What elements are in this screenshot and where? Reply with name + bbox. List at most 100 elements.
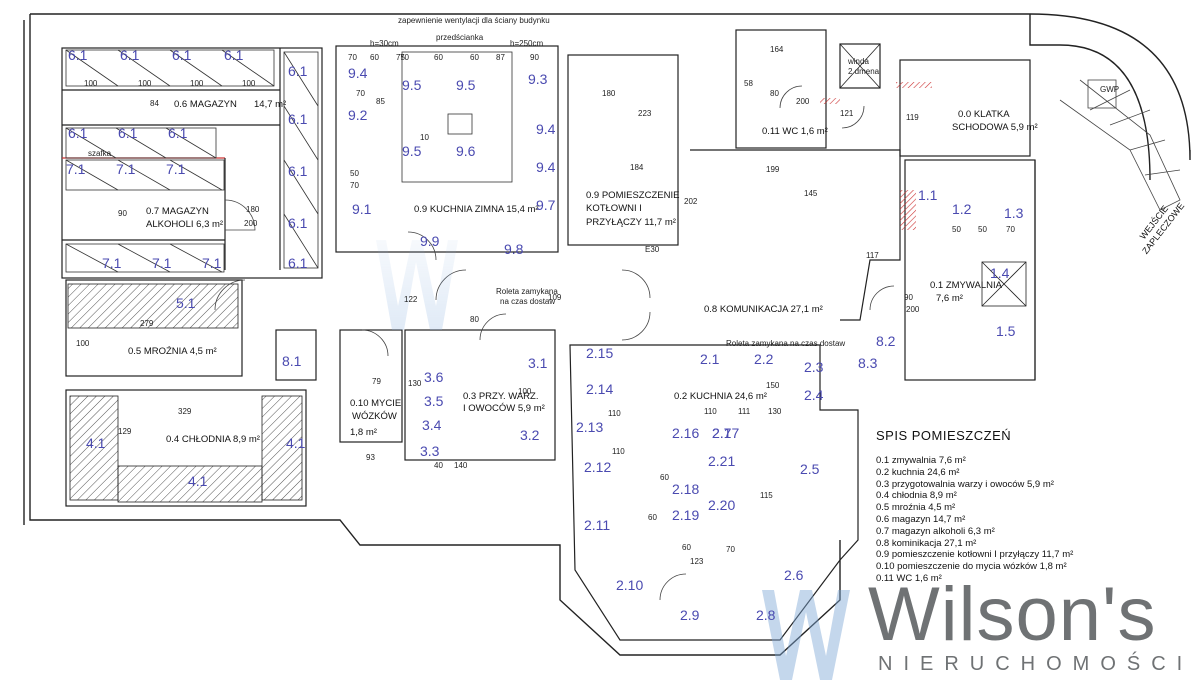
equipment-label: 1.1: [918, 187, 938, 203]
room-label-chlodnia: 0.4 CHŁODNIA 8,9 m²: [166, 434, 260, 445]
room-label-magazyn: 0.6 MAGAZYN: [174, 99, 237, 110]
room-label-kuchnia: 0.2 KUCHNIA 24,6 m²: [674, 391, 767, 402]
equipment-label: 4.1: [86, 435, 106, 451]
equipment-label: 9.4: [536, 121, 556, 137]
dimension-label: 60: [370, 53, 379, 62]
room-label-zmywalnia-1: 0.1 ZMYWALNIA: [930, 280, 1003, 291]
equipment-label: 6.1: [288, 255, 308, 271]
legend-item: 0.1 zmywalnia 7,6 m²: [876, 455, 966, 466]
dimension-label: 111: [738, 407, 751, 416]
dimension-label: 110: [608, 409, 621, 418]
equipment-label: 6.1: [172, 47, 192, 63]
dimension-label: 100: [84, 79, 98, 88]
equipment-label: 2.7: [712, 425, 732, 441]
room-label-wc: 0.11 WC 1,6 m²: [762, 126, 828, 137]
legend-item: 0.10 pomieszczenie do mycia wózków 1,8 m…: [876, 561, 1067, 573]
equipment-label: 9.4: [536, 159, 556, 175]
note-roleta-2: na czas dostaw: [500, 297, 555, 306]
elevator-icon: [839, 43, 1027, 307]
equipment-label: 2.11: [584, 517, 610, 533]
dimension-label: 223: [638, 109, 652, 118]
equipment-label: 6.1: [120, 47, 140, 63]
equipment-label: 9.1: [352, 201, 372, 217]
note-h250: h=250cm: [510, 39, 543, 48]
room-label-kotlownia-1: 0.9 POMIESZCZENIE: [586, 190, 679, 201]
room-label-mycie-3: 1,8 m²: [350, 427, 377, 438]
equipment-label: 6.1: [288, 163, 308, 179]
equipment-label: 6.1: [288, 111, 308, 127]
room-label-klatka-2: SCHODOWA 5,9 m²: [952, 122, 1038, 133]
dimension-label: 100: [242, 79, 256, 88]
equipment-label: 2.19: [672, 507, 699, 523]
room-area-magazyn: 14,7 m²: [254, 99, 286, 110]
equipment-label: 7.1: [202, 255, 222, 271]
dimension-label: 70: [356, 89, 365, 98]
equipment-label: 2.14: [586, 381, 613, 397]
equipment-label: 1.4: [990, 265, 1010, 281]
dimension-label: 40: [434, 461, 443, 470]
note-partition: przedścianka: [436, 33, 484, 42]
dimension-label: 93: [366, 453, 375, 462]
dimension-label: 60: [682, 543, 691, 552]
legend-item: 0.4 chłodnia 8,9 m²: [876, 490, 957, 502]
equipment-label: 6.1: [288, 63, 308, 79]
legend-item: 0.7 magazyn alkoholi 6,3 m²: [876, 525, 995, 537]
door-swings: [214, 85, 895, 601]
building-outline: [23, 13, 1191, 656]
dimension-label: 58: [744, 79, 753, 88]
equipment-label: 8.2: [876, 333, 896, 349]
equipment-label: 2.1: [700, 351, 720, 367]
equipment-label: 7.1: [116, 161, 136, 177]
equipment-label: 6.1: [68, 47, 88, 63]
dimension-label: 75: [396, 53, 405, 62]
dimension-label: 70: [726, 545, 735, 554]
equipment-label: 2.8: [756, 607, 776, 623]
dimension-label: 50: [978, 225, 987, 234]
equipment-label: 2.12: [584, 459, 611, 475]
room-label-komunikacja: 0.8 KOMUNIKACJA 27,1 m²: [704, 304, 823, 315]
equipment-label: 9.9: [420, 233, 440, 249]
legend-item: 0.2 kuchnia 24,6 m²: [876, 466, 960, 478]
dimension-label: 60: [648, 513, 657, 522]
dimension-label: 87: [496, 53, 505, 62]
room-label-kotlownia-3: PRZYŁĄCZY 11,7 m²: [586, 217, 676, 228]
legend-item: 0.11 WC 1,6 m²: [876, 572, 942, 584]
note-szafka: szafka: [88, 149, 112, 158]
equipment-label: 2.4: [804, 387, 824, 403]
dimension-label: 129: [118, 427, 132, 436]
dimension-label: 60: [470, 53, 479, 62]
dimension-label: 110: [612, 447, 625, 456]
equipment-label: 2.5: [800, 461, 820, 477]
dimension-label: 184: [630, 163, 644, 172]
equipment-label: 9.3: [528, 71, 548, 87]
equipment-label: 3.1: [528, 355, 548, 371]
dimension-label: 145: [804, 189, 818, 198]
equipment-label: 7.1: [166, 161, 186, 177]
dimension-label: 50: [350, 169, 359, 178]
room-walls: [61, 29, 1036, 641]
dimension-label: 60: [434, 53, 443, 62]
dimension-label: 202: [684, 197, 698, 206]
equipment-label: 1.2: [952, 201, 972, 217]
room-label-klatka-1: 0.0 KLATKA: [958, 109, 1010, 120]
brand-name: Wilson's: [868, 572, 1157, 657]
dimension-label: 123: [690, 557, 704, 566]
room-label-zmywalnia-2: 7,6 m²: [936, 293, 963, 304]
dimension-label: 130: [768, 407, 782, 416]
dimension-label: 90: [530, 53, 539, 62]
dimension-label: 70: [400, 53, 409, 62]
equipment-label: 9.4: [348, 65, 368, 81]
dimension-label: 119: [906, 113, 919, 122]
equipment-label: 9.5: [456, 77, 476, 93]
dimension-label: 164: [770, 45, 784, 54]
equipment-label: 2.15: [586, 345, 613, 361]
watermark-logo: [376, 240, 850, 680]
dimension-label: 117: [866, 251, 879, 260]
legend-item: 0.6 magazyn 14,7 m²: [876, 513, 966, 525]
fire-walls: [820, 82, 932, 230]
room-label-alkohol-2: ALKOHOLI 6,3 m²: [146, 219, 223, 230]
dimension-label: 100: [76, 339, 90, 348]
equipment-label: 6.1: [224, 47, 244, 63]
